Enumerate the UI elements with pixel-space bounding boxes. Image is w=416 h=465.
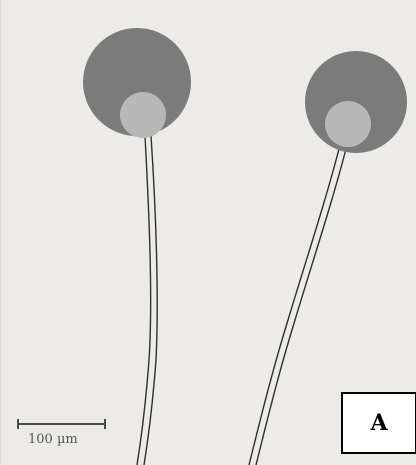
left-stalk [137, 136, 157, 465]
left-columella [120, 92, 166, 138]
scale-bar [18, 419, 105, 429]
panel-label: A [370, 410, 387, 436]
panel-label-box: A [341, 392, 416, 454]
right-stalk [249, 145, 347, 465]
scale-bar-label: 100 µm [28, 432, 78, 447]
right-columella [325, 101, 371, 147]
